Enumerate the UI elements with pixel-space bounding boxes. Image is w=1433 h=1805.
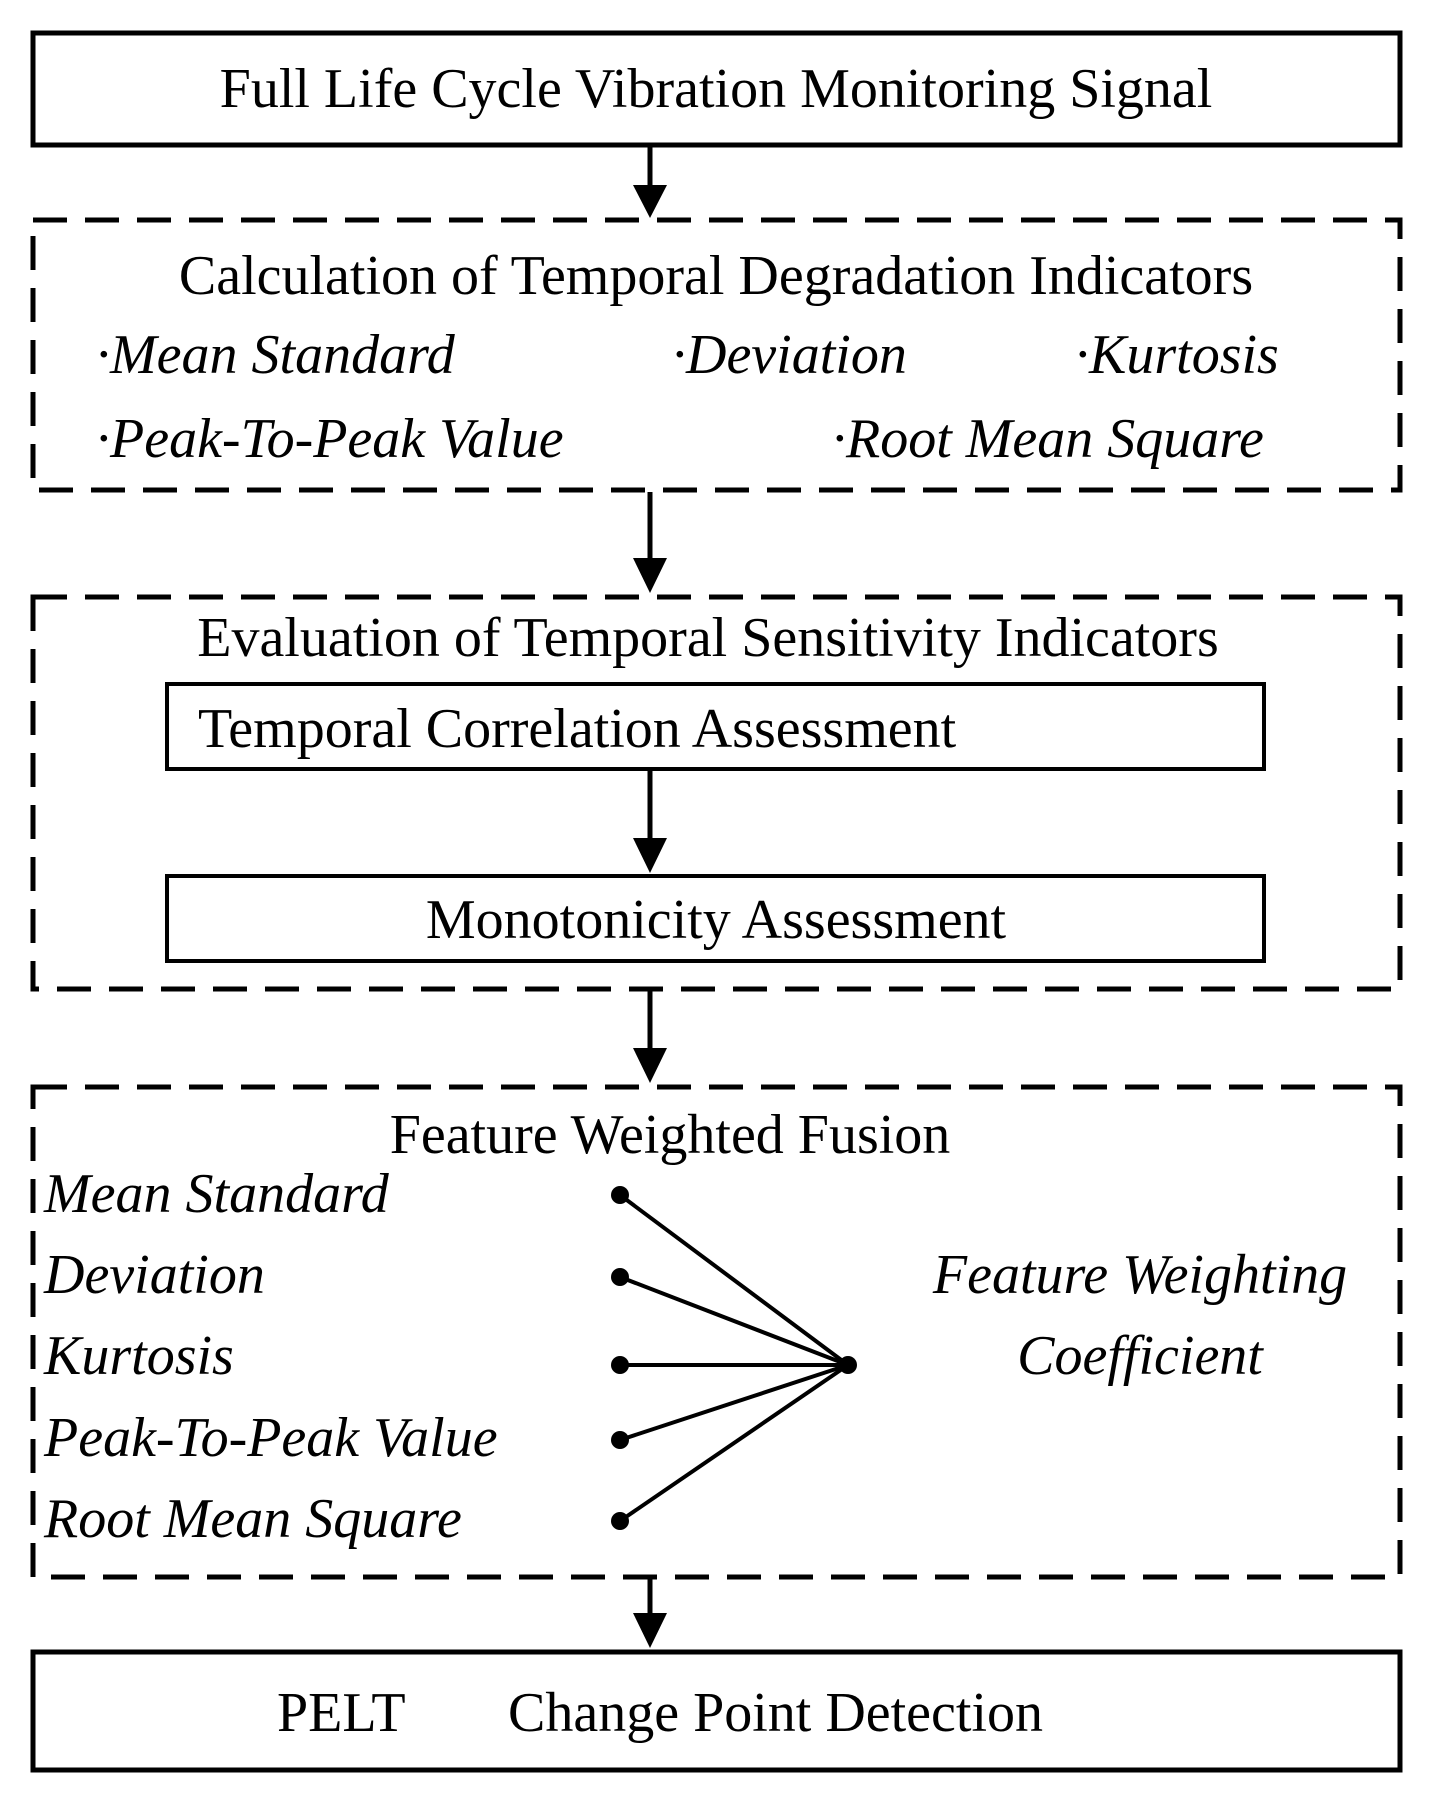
correlation-assessment-box bbox=[165, 682, 1266, 771]
pelt-detection-node: PELT Change Point Detection bbox=[30, 1649, 1403, 1773]
arrowhead-2 bbox=[633, 558, 667, 593]
connector-rms bbox=[618, 1363, 850, 1523]
change-point-detection-label: Change Point Detection bbox=[508, 1682, 1043, 1744]
pelt-detection-box bbox=[30, 1649, 1403, 1773]
dot-mean-standard bbox=[611, 1186, 629, 1204]
arrowhead-5 bbox=[633, 1613, 667, 1648]
degradation-indicators-box bbox=[30, 217, 1403, 493]
dot-kurtosis bbox=[611, 1356, 629, 1374]
dot-peak-to-peak bbox=[611, 1431, 629, 1449]
fusion-feature-peak-to-peak: Peak-To-Peak Value bbox=[43, 1407, 498, 1469]
monotonicity-assessment-label: Monotonicity Assessment bbox=[426, 889, 1007, 951]
arrowhead-1 bbox=[633, 185, 667, 218]
fusion-connectors bbox=[618, 1193, 850, 1523]
sensitivity-evaluation-node: Evaluation of Temporal Sensitivity Indic… bbox=[30, 594, 1403, 992]
connector-peak-to-peak bbox=[619, 1363, 849, 1442]
input-signal-label: Full Life Cycle Vibration Monitoring Sig… bbox=[220, 58, 1213, 120]
connector-deviation bbox=[619, 1275, 849, 1367]
dot-deviation bbox=[611, 1268, 629, 1286]
weighting-label-line1: Feature Weighting bbox=[932, 1244, 1347, 1306]
connector-mean-standard bbox=[618, 1193, 850, 1367]
input-signal-node: Full Life Cycle Vibration Monitoring Sig… bbox=[30, 30, 1403, 148]
feature-fusion-box bbox=[30, 1084, 1403, 1580]
degradation-title: Calculation of Temporal Degradation Indi… bbox=[179, 245, 1253, 307]
fusion-feature-rms: Root Mean Square bbox=[43, 1488, 462, 1550]
dot-rms bbox=[611, 1512, 629, 1530]
degradation-item-deviation: ·Deviation bbox=[672, 324, 907, 386]
input-signal-box bbox=[30, 30, 1403, 148]
sensitivity-evaluation-box bbox=[30, 594, 1403, 992]
monotonicity-assessment-box bbox=[165, 874, 1266, 963]
arrowhead-4 bbox=[633, 1048, 667, 1083]
fusion-feature-deviation: Deviation bbox=[43, 1244, 265, 1306]
sensitivity-title: Evaluation of Temporal Sensitivity Indic… bbox=[197, 607, 1219, 669]
pelt-label: PELT bbox=[277, 1682, 406, 1744]
correlation-assessment-label: Temporal Correlation Assessment bbox=[198, 698, 957, 760]
arrowhead-3 bbox=[633, 838, 667, 873]
degradation-item-kurtosis: ·Kurtosis bbox=[1075, 324, 1279, 386]
degradation-indicators-node: Calculation of Temporal Degradation Indi… bbox=[30, 217, 1403, 493]
fusion-feature-kurtosis: Kurtosis bbox=[43, 1325, 234, 1387]
degradation-item-rms: ·Root Mean Square bbox=[832, 408, 1264, 470]
degradation-item-peak-to-peak: ·Peak-To-Peak Value bbox=[96, 408, 564, 470]
feature-fusion-node: Feature Weighted Fusion Mean Standard De… bbox=[30, 1084, 1403, 1580]
weighting-label-line2: Coefficient bbox=[1017, 1325, 1264, 1387]
fusion-feature-mean-standard: Mean Standard bbox=[43, 1163, 390, 1225]
fusion-dots bbox=[611, 1186, 857, 1530]
degradation-item-mean-standard: ·Mean Standard bbox=[96, 324, 456, 386]
fusion-title: Feature Weighted Fusion bbox=[390, 1104, 951, 1166]
dot-weighting-hub bbox=[839, 1356, 857, 1374]
